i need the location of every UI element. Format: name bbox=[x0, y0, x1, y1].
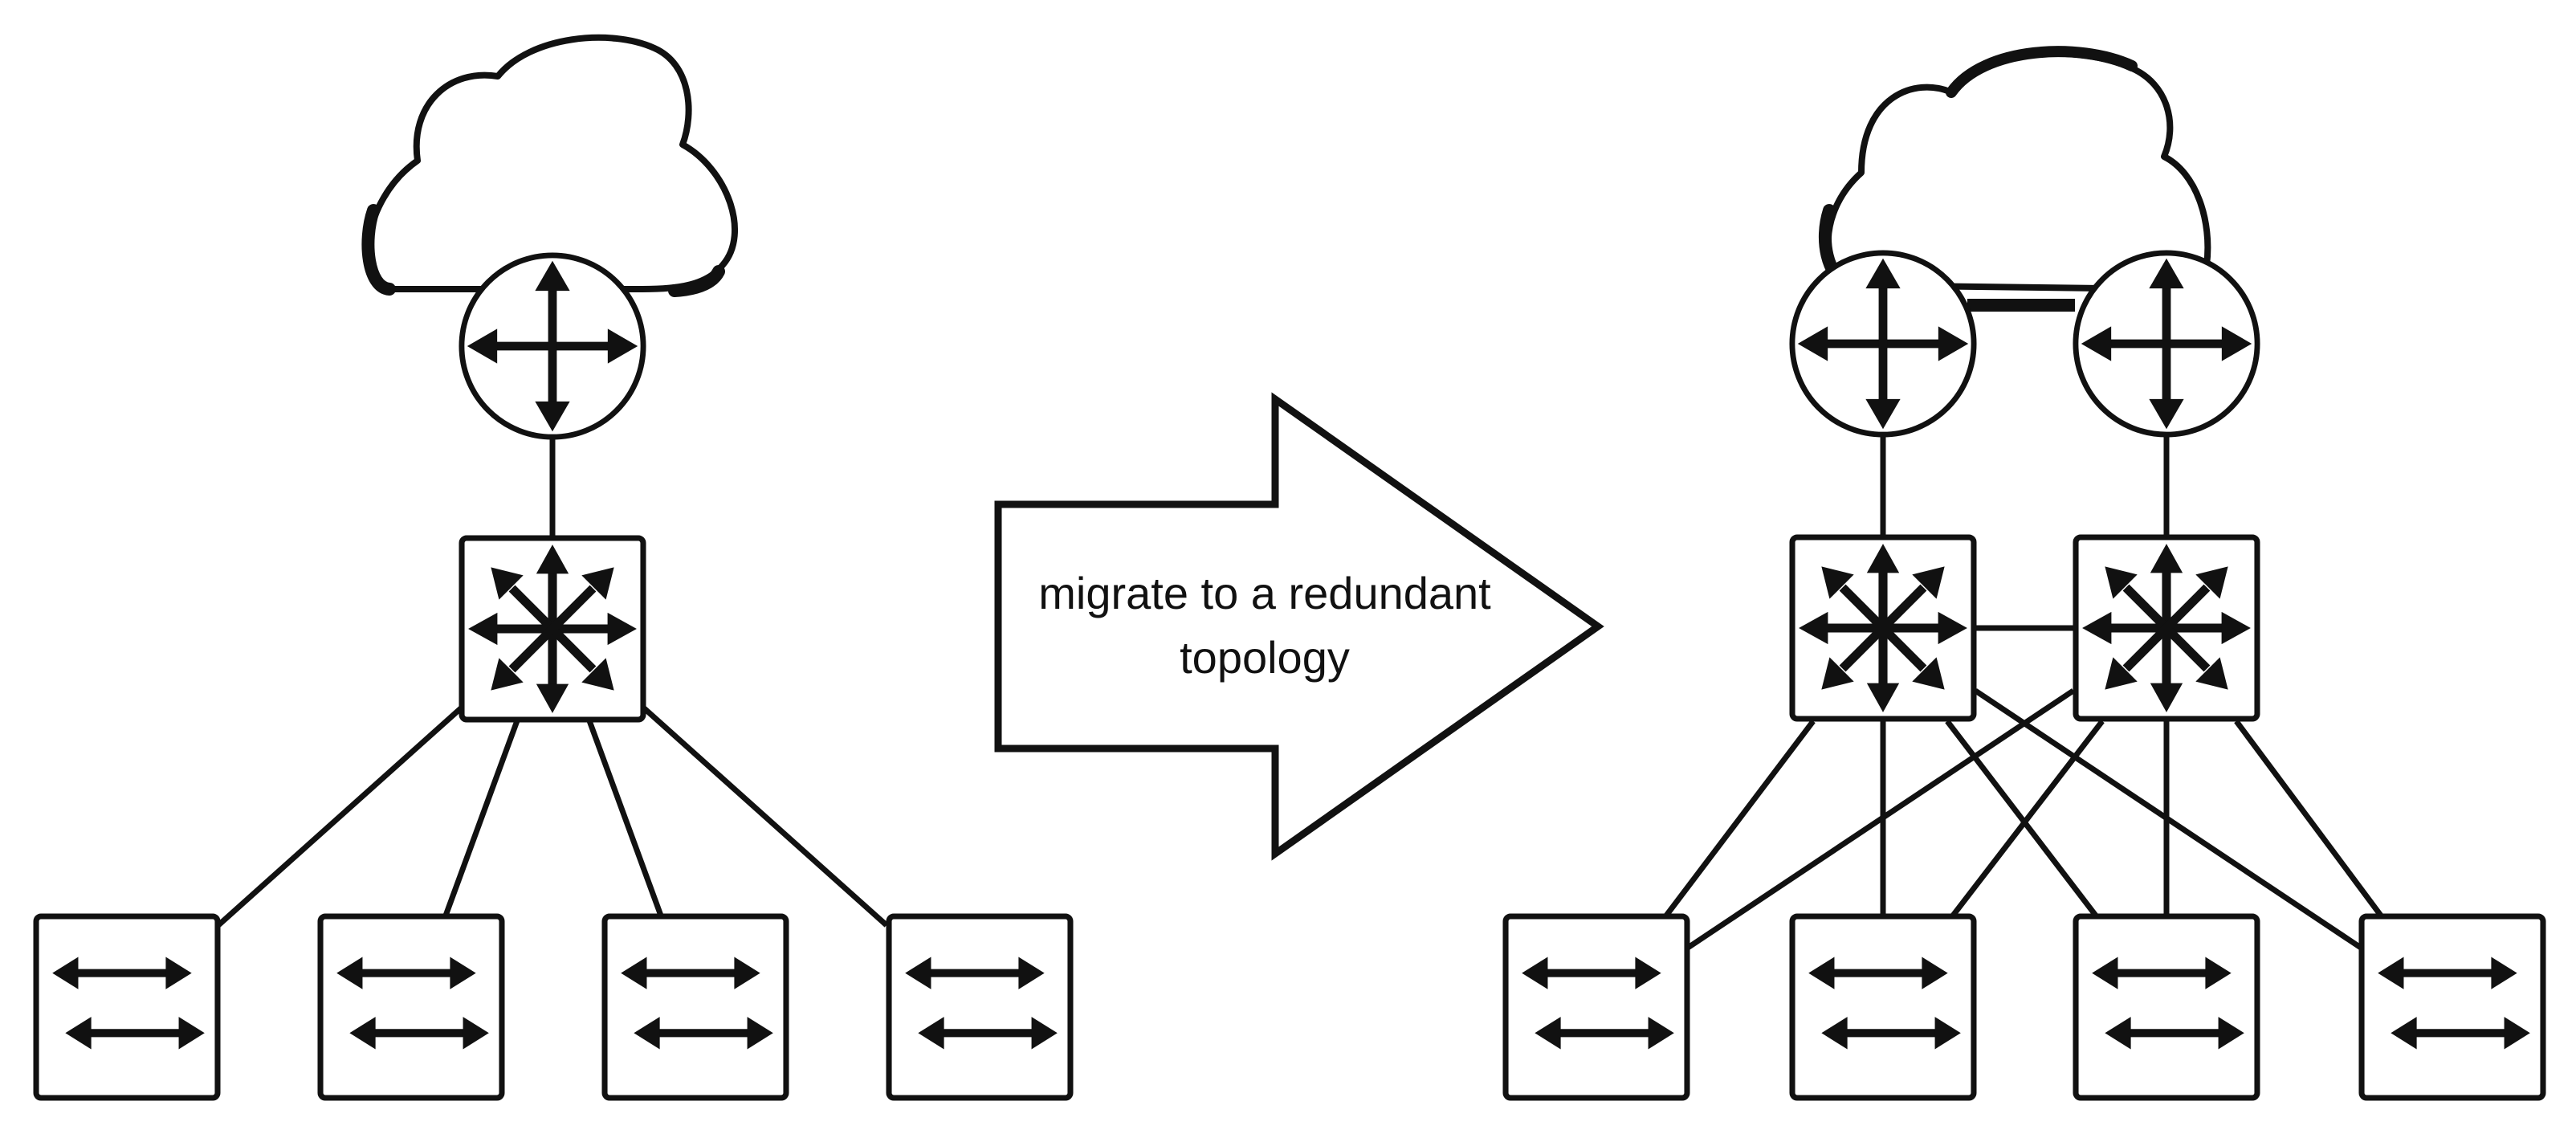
redundant-topology bbox=[1506, 46, 2543, 1098]
access-switch-icon bbox=[2362, 916, 2543, 1098]
migration-arrow: migrate to a redundant topology bbox=[994, 392, 1604, 861]
arrow-label-line2: topology bbox=[1180, 632, 1350, 683]
single-topology bbox=[36, 34, 1070, 1098]
core-access-link bbox=[640, 704, 889, 928]
core-switch-icon bbox=[462, 538, 643, 720]
core-access-link bbox=[442, 715, 522, 917]
core-switch-icon bbox=[1792, 537, 1974, 719]
router-icon bbox=[1792, 253, 1974, 434]
cloud-icon bbox=[361, 34, 738, 297]
redundant-links bbox=[1664, 299, 2383, 950]
single-links bbox=[216, 438, 889, 928]
core-access-link bbox=[1664, 719, 1816, 918]
router-icon bbox=[2076, 253, 2257, 434]
core-access-link bbox=[1950, 719, 2105, 918]
core-access-link bbox=[2234, 719, 2383, 918]
access-switch-icon bbox=[605, 916, 786, 1098]
access-switch-icon bbox=[1792, 916, 1974, 1098]
router-icon bbox=[462, 255, 643, 437]
access-switch-icon bbox=[2076, 916, 2257, 1098]
access-switch-icon bbox=[1506, 916, 1687, 1098]
core-access-link bbox=[1945, 719, 2098, 918]
core-switch-icon bbox=[2076, 537, 2257, 719]
core-access-link bbox=[585, 715, 664, 917]
access-switch-icon bbox=[320, 916, 502, 1098]
core-access-link bbox=[216, 704, 465, 928]
core-access-link bbox=[1686, 688, 2075, 950]
arrow-label-line1: migrate to a redundant bbox=[1038, 568, 1491, 618]
access-switch-icon bbox=[889, 916, 1070, 1098]
access-switch-icon bbox=[36, 916, 218, 1098]
